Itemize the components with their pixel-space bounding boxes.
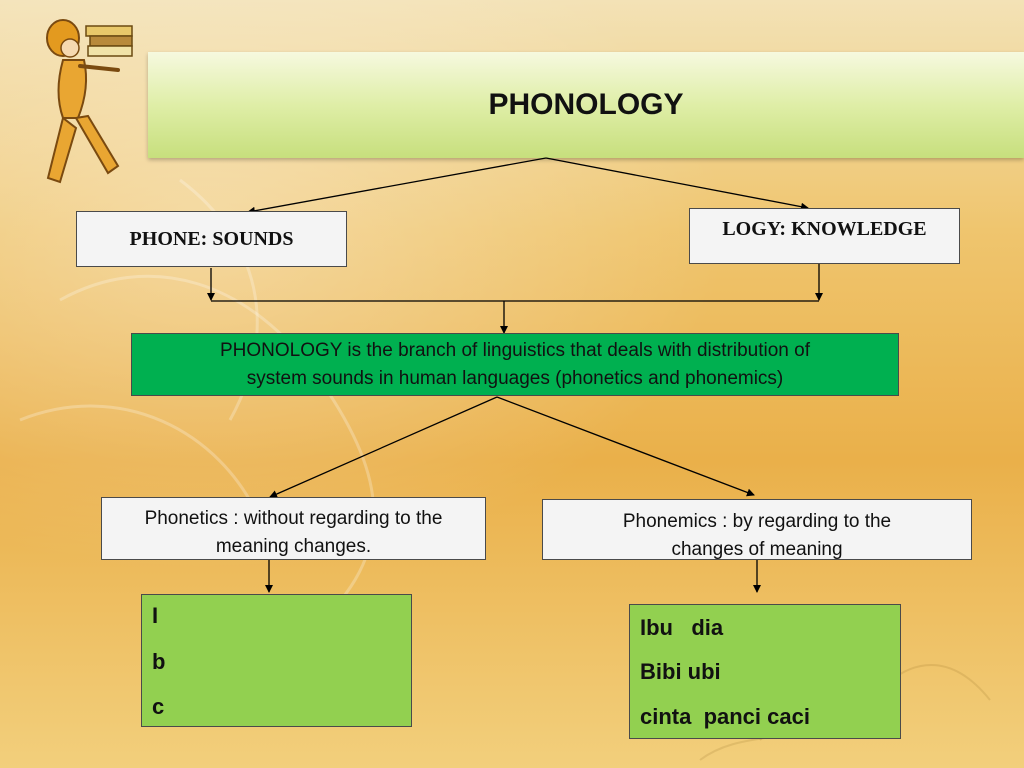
list-item: cinta panci caci xyxy=(640,704,810,729)
phone-sounds-label: PHONE: SOUNDS xyxy=(129,227,294,250)
logy-knowledge-box: LOGY: KNOWLEDGE xyxy=(689,208,960,264)
logy-knowledge-label: LOGY: KNOWLEDGE xyxy=(722,218,927,240)
page-title: PHONOLOGY xyxy=(488,88,684,121)
phonetics-line-2: meaning changes. xyxy=(215,536,372,557)
phonetics-examples-box: I b c xyxy=(141,594,412,727)
phonetics-line-1: Phonetics : without regarding to the xyxy=(144,508,443,529)
list-item: c xyxy=(152,694,165,719)
phonemics-examples-box: Ibu dia Bibi ubi cinta panci caci xyxy=(629,604,901,739)
phone-sounds-box: PHONE: SOUNDS xyxy=(76,211,347,267)
header-band xyxy=(148,52,1024,158)
phonemics-line-2: changes of meaning xyxy=(671,539,843,560)
phonology-definition-box: PHONOLOGY is the branch of linguistics t… xyxy=(131,333,899,396)
phonemics-box: Phonemics : by regarding to the changes … xyxy=(542,499,972,560)
definition-line-2: system sounds in human languages (phonet… xyxy=(246,367,784,389)
phonetics-box: Phonetics : without regarding to the mea… xyxy=(101,497,486,560)
phonemics-line-1: Phonemics : by regarding to the xyxy=(622,511,892,532)
list-item: I xyxy=(152,603,159,628)
list-item: Bibi ubi xyxy=(640,659,721,684)
definition-line-1: PHONOLOGY is the branch of linguistics t… xyxy=(220,339,810,361)
woman-carrying-books-icon xyxy=(46,19,133,184)
list-item: b xyxy=(152,649,166,674)
list-item: Ibu dia xyxy=(640,615,724,640)
